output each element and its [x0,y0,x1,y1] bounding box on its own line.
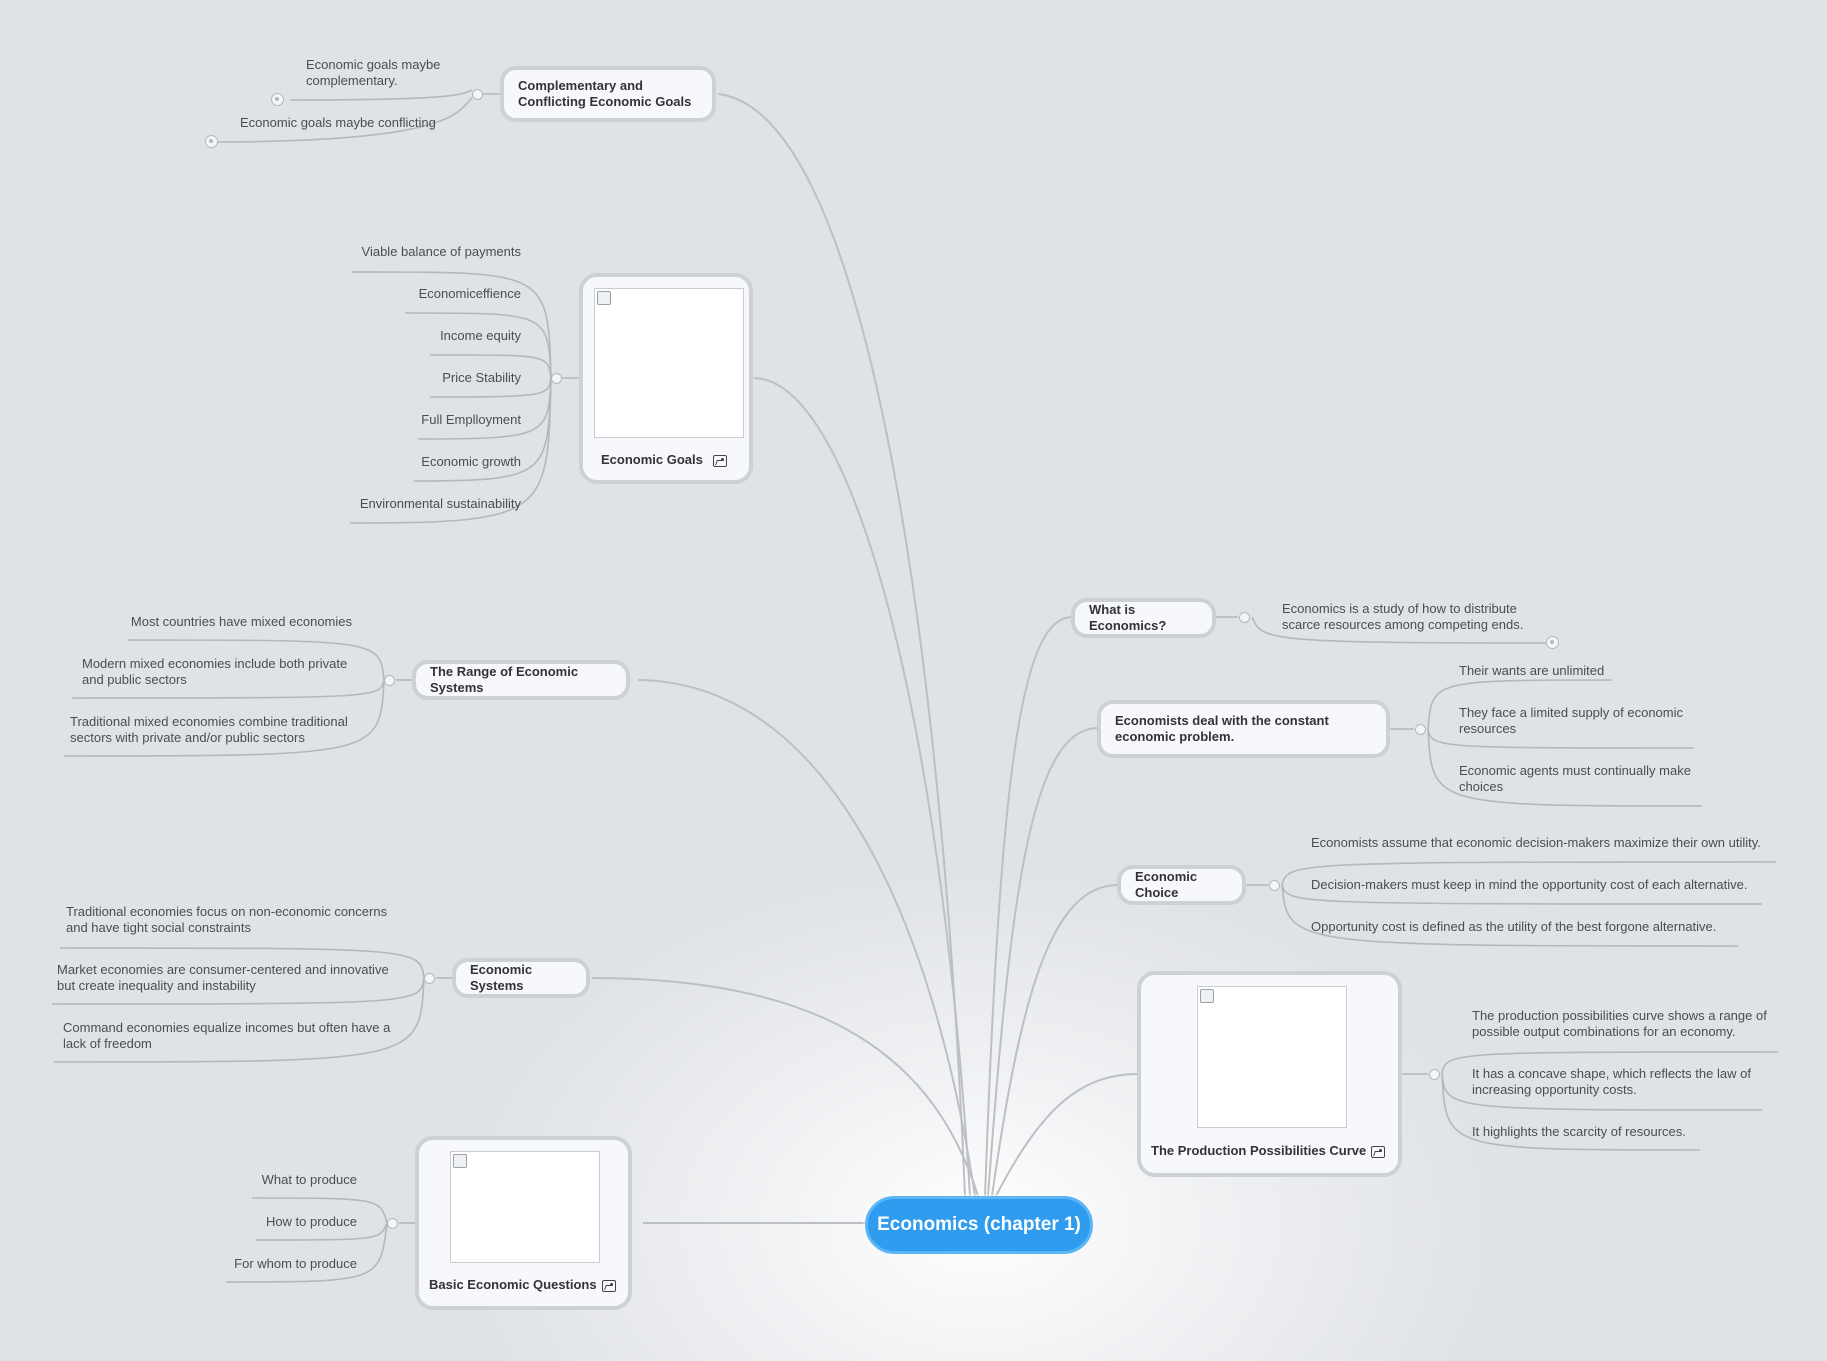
leaf-text[interactable]: Modern mixed economies include both priv… [82,656,348,687]
leaf-text[interactable]: Traditional mixed economies combine trad… [70,714,348,745]
topic-label: The Range of Economic Systems [430,664,579,695]
leaf-text[interactable]: Market economies are consumer-centered a… [57,962,389,993]
leaf-text[interactable]: It highlights the scarcity of resources. [1472,1124,1686,1139]
collapse-knob[interactable] [1429,1069,1440,1080]
collapse-knob[interactable] [472,89,483,100]
collapse-knob[interactable] [384,675,395,686]
leaf-text[interactable]: Most countries have mixed economies [130,614,352,629]
image-placeholder [1197,986,1347,1128]
broken-image-icon [453,1154,467,1168]
leaf-text[interactable]: The production possibilities curve shows… [1472,1008,1767,1039]
broken-image-icon [597,291,611,305]
leaf-text[interactable]: For whom to produce [234,1256,357,1271]
topic-label: Economic Choice [1135,869,1198,900]
topic-economic-systems[interactable]: Economic Systems [452,958,590,998]
topic-economic-choice[interactable]: Economic Choice [1117,865,1246,905]
leaf-text[interactable]: Decision-makers must keep in mind the op… [1311,877,1748,892]
topic-constant-problem[interactable]: Economists deal with the constant econom… [1097,700,1390,758]
topic-label: Basic Economic Questions [429,1277,597,1292]
leaf-text[interactable]: Traditional economies focus on non-econo… [66,904,388,935]
leaf-text[interactable]: Economic goals maybe conflicting [240,115,436,130]
collapse-knob[interactable] [424,973,435,984]
topic-range-of-systems[interactable]: The Range of Economic Systems [412,660,630,700]
collapse-knob[interactable] [1415,724,1426,735]
topic-basic-questions[interactable]: Basic Economic Questions [415,1136,632,1310]
image-icon[interactable] [713,455,727,467]
leaf-text[interactable]: Environmental sustainability [359,496,521,511]
leaf-text[interactable]: Economics is a study of how to distribut… [1282,601,1524,632]
expand-knob[interactable] [271,93,284,106]
leaf-text[interactable]: Price Stability [442,370,521,385]
topic-label: Economic Goals [601,452,703,467]
root-topic[interactable]: Economics (chapter 1) [865,1196,1093,1254]
leaf-text[interactable]: Income equity [440,328,521,343]
leaf-text[interactable]: What to produce [261,1172,357,1187]
broken-image-icon [1200,989,1214,1003]
collapse-knob[interactable] [1269,880,1280,891]
topic-label: Economists deal with the constant econom… [1115,713,1329,744]
collapse-knob[interactable] [387,1218,398,1229]
topic-complementary-goals[interactable]: Complementary and Conflicting Economic G… [500,66,716,122]
leaf-text[interactable]: Full Emplloyment [421,412,521,427]
collapse-knob[interactable] [551,373,562,384]
topic-production-possibilities[interactable]: The Production Possibilities Curve [1137,971,1402,1177]
collapse-knob[interactable] [1239,612,1250,623]
image-icon[interactable] [602,1280,616,1292]
leaf-text[interactable]: Command economies equalize incomes but o… [63,1020,391,1051]
expand-knob[interactable] [205,135,218,148]
topic-label: What is Economics? [1089,602,1167,633]
leaf-text[interactable]: Economic agents must continually make ch… [1459,763,1691,794]
expand-knob[interactable] [1546,636,1559,649]
leaf-text[interactable]: Economic growth [421,454,521,469]
leaf-text[interactable]: How to produce [265,1214,357,1229]
image-icon[interactable] [1371,1146,1385,1158]
leaf-text[interactable]: Opportunity cost is defined as the utili… [1311,919,1717,934]
leaf-text[interactable]: Their wants are unlimited [1459,663,1605,678]
root-label: Economics (chapter 1) [877,1214,1081,1235]
leaf-text[interactable]: Economic goals maybe complementary. [306,57,441,88]
topic-economic-goals[interactable]: Economic Goals [579,273,753,484]
leaf-text[interactable]: Economists assume that economic decision… [1311,835,1761,850]
topic-label: The Production Possibilities Curve [1151,1143,1367,1158]
leaf-text[interactable]: They face a limited supply of economic r… [1459,705,1683,736]
topic-what-is-economics[interactable]: What is Economics? [1071,598,1216,638]
leaf-text[interactable]: Viable balance of payments [361,244,521,259]
topic-label: Economic Systems [470,962,533,993]
image-placeholder [450,1151,600,1263]
image-placeholder [594,288,744,438]
leaf-text[interactable]: Economiceffience [418,286,521,301]
leaf-text[interactable]: It has a concave shape, which reflects t… [1472,1066,1751,1097]
topic-label: Complementary and Conflicting Economic G… [518,78,692,109]
